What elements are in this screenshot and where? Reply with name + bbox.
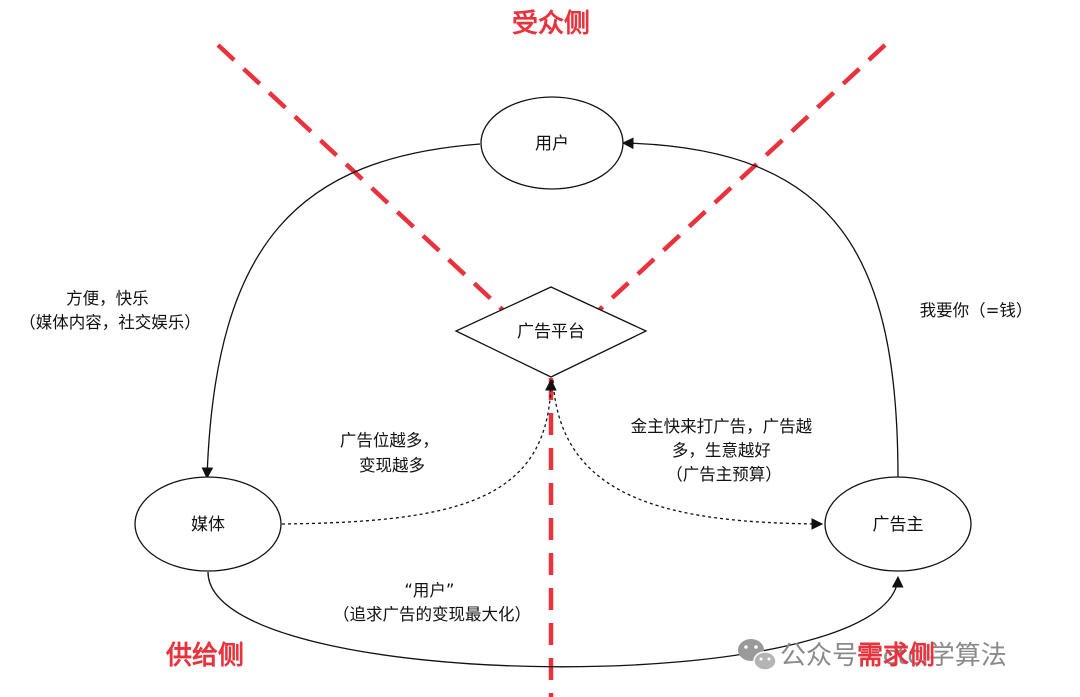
edge-label-media-to-advertiser: “用户” （追求广告的变现最大化）: [333, 581, 531, 624]
zone-label-audience: 受众侧: [512, 8, 590, 39]
divider-left: [216, 43, 507, 314]
dotted-edges: [281, 378, 824, 530]
node-advertiser: 广告主: [824, 476, 972, 572]
node-media: 媒体: [134, 476, 282, 572]
edge-label-line: 金主快来打广告，广告越: [631, 417, 813, 436]
edge-media-to-platform: [281, 378, 557, 525]
edge-label-line: 变现越多: [359, 456, 425, 475]
edge-label-line: 多，生意越好: [672, 441, 771, 460]
edge-label-line: 广告位越多，: [340, 431, 439, 450]
edge-user-to-media: [201, 143, 481, 480]
edge-label-media-to-platform: 广告位越多， 变现越多: [340, 431, 444, 475]
edge-label-line: 方便，快乐: [66, 289, 149, 308]
node-platform-label: 广告平台: [517, 322, 585, 342]
divider-right: [595, 43, 887, 314]
solid-edges: [201, 137, 904, 668]
edge-label-platform-to-advertiser: 金主快来打广告，广告越 多，生意越好 （广告主预算）: [631, 417, 818, 484]
edge-label-advertiser-to-user: 我要你（=钱）: [920, 301, 1033, 320]
edge-media-to-advertiser: [207, 571, 904, 668]
edge-platform-to-advertiser: [552, 379, 824, 530]
edge-label-line: （广告主预算）: [666, 465, 782, 484]
edge-label-line: （追求广告的变现最大化）: [333, 605, 531, 624]
wechat-icon: [738, 639, 777, 671]
node-user: 用户: [480, 96, 624, 190]
edge-label-line: 我要你（=钱）: [920, 301, 1033, 320]
node-media-label: 媒体: [191, 515, 225, 535]
node-advertiser-label: 广告主: [873, 515, 924, 535]
zone-label-supply: 供给侧: [165, 640, 244, 671]
node-platform: 广告平台: [454, 286, 648, 378]
watermark-text: 公众号 · ctci学算法: [780, 641, 1007, 671]
edge-label-user-to-media: 方便，快乐 （媒体内容，社交娱乐）: [19, 289, 201, 332]
edge-label-line: （媒体内容，社交娱乐）: [19, 313, 201, 332]
watermark: 公众号 · ctci学算法: [738, 639, 1007, 671]
edge-label-line: “用户”: [404, 581, 454, 600]
node-user-label: 用户: [535, 134, 569, 154]
edge-advertiser-to-user: [621, 137, 899, 479]
zone-label-demand: 需求侧: [857, 641, 935, 671]
zone-divider-lines: [216, 43, 887, 697]
